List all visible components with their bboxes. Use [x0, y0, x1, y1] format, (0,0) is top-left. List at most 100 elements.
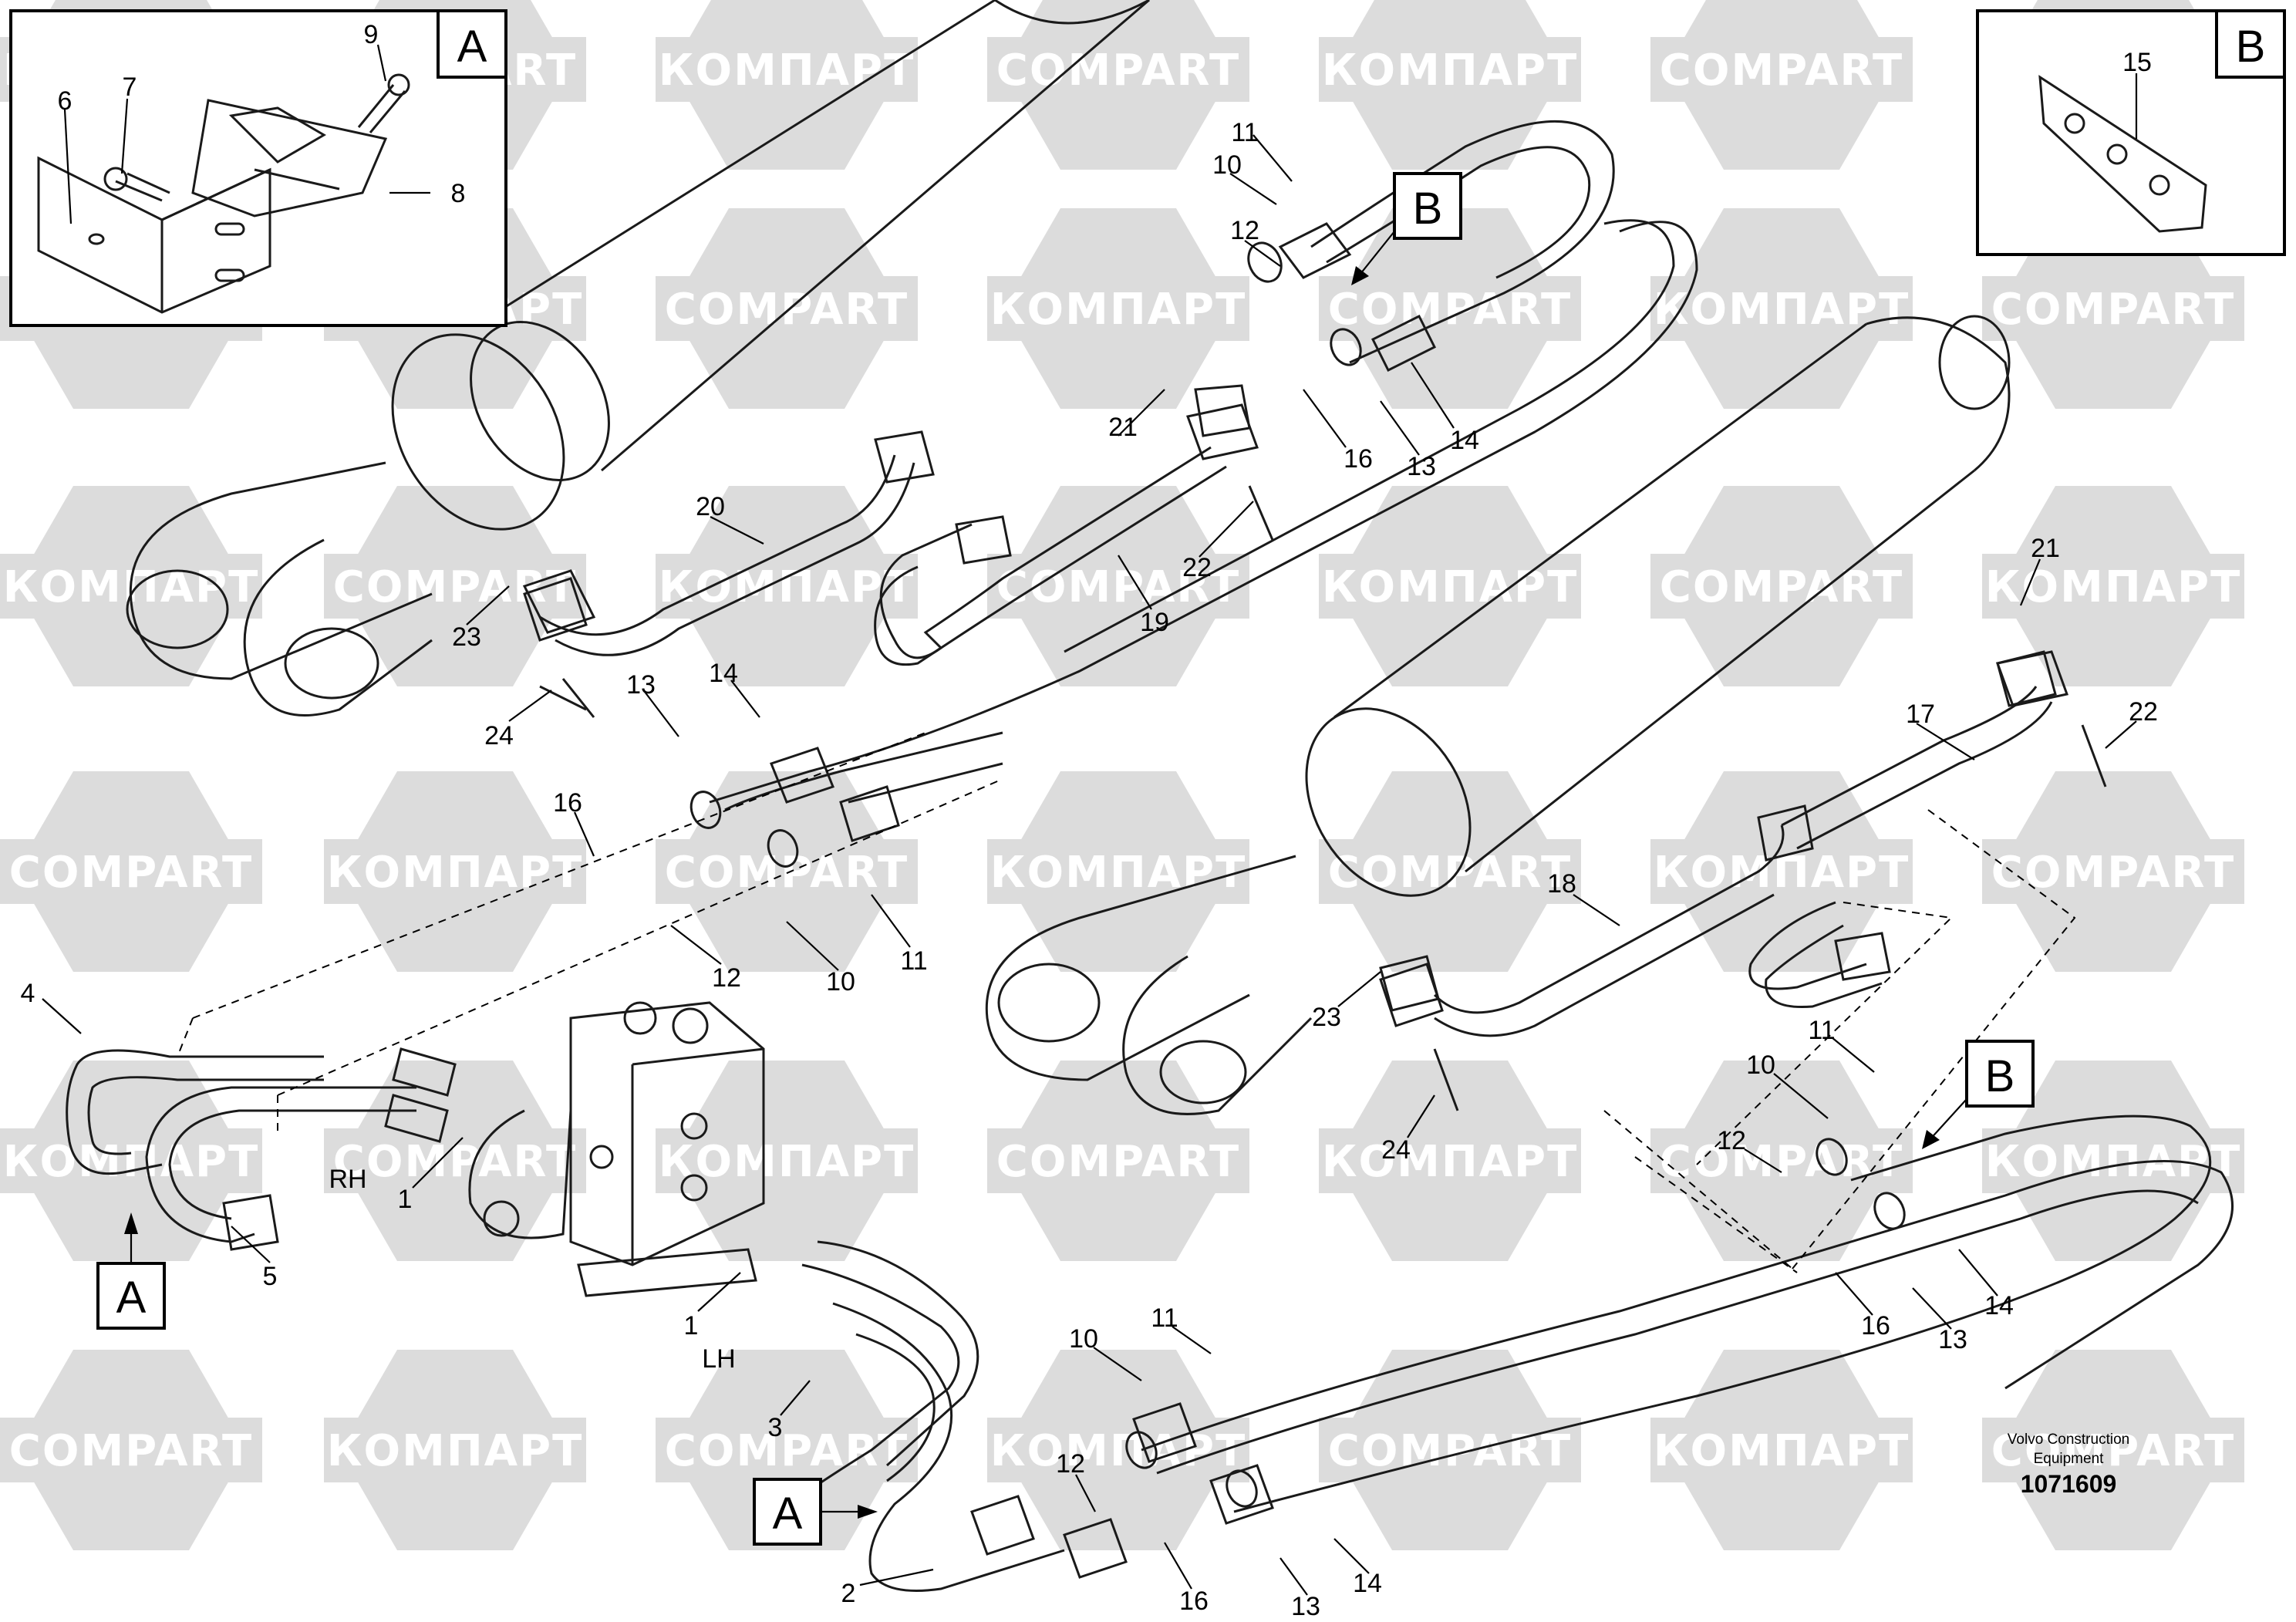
detail-view-a: A 6 7 8 9 [9, 9, 507, 327]
detail-view-a-letter: A [457, 22, 487, 72]
watermark-tile: COMPART [0, 1350, 262, 1550]
callout-leader [231, 1226, 271, 1263]
callout-leader [871, 894, 911, 948]
callout-1: 1 [398, 1185, 413, 1214]
side-label-right: RH [329, 1165, 366, 1194]
callout-leader [1573, 894, 1620, 926]
callout-leader [1916, 723, 1975, 760]
callout-14: 14 [1450, 426, 1479, 455]
watermark-text: COMPART [1328, 1426, 1572, 1476]
callout-2: 2 [841, 1579, 856, 1608]
callout-leader [1229, 173, 1277, 205]
callout-leader [1835, 1272, 1873, 1316]
pipes-4-5 [66, 1047, 457, 1251]
callout-21: 21 [2031, 534, 2060, 563]
callout-7: 7 [123, 73, 137, 102]
watermark-tile: COMPART [987, 1061, 1249, 1261]
fastener-parts [523, 241, 2107, 1508]
watermark-tile: КОМПАРТ [987, 771, 1249, 972]
cylinder-lower-right [985, 315, 2011, 1115]
valve-block [468, 1001, 765, 1297]
detail-view-b: B 15 [1976, 9, 2286, 256]
callout-leader [1118, 389, 1165, 437]
watermark-tile: COMPART [1982, 208, 2244, 409]
watermark-tile: КОМПАРТ [1982, 1061, 2244, 1261]
callout-leader [644, 691, 679, 737]
watermark-tile: COMPART [656, 771, 918, 972]
callout-23: 23 [1312, 1003, 1341, 1032]
detail-view-b-letter: B [2236, 22, 2266, 72]
callout-23: 23 [452, 622, 481, 652]
callout-10: 10 [1069, 1324, 1098, 1354]
watermark-text: КОМПАРТ [1322, 46, 1579, 96]
footer: Volvo Construction Equipment 1071609 [2008, 1431, 2129, 1498]
callout-16: 16 [553, 788, 582, 818]
callout-9: 9 [364, 20, 379, 49]
callout-16: 16 [1861, 1311, 1890, 1340]
watermark-text: КОМПАРТ [3, 1137, 260, 1187]
callout-16: 16 [1344, 444, 1373, 474]
watermark-tile: COMPART [1650, 0, 1913, 170]
callout-leader [1912, 1287, 1952, 1330]
callout-10: 10 [1212, 150, 1242, 180]
watermark-tile: COMPART [987, 486, 1249, 686]
callout-leader [859, 1568, 934, 1587]
callout-3: 3 [768, 1413, 783, 1442]
callout-leader [710, 516, 764, 545]
watermark-tile: COMPART [1319, 208, 1581, 409]
document-number: 1071609 [2021, 1470, 2117, 1498]
watermark-text: COMPART [1991, 848, 2235, 898]
callout-17: 17 [1906, 700, 1935, 729]
callout-leader [508, 690, 552, 722]
callout-12: 12 [1717, 1126, 1746, 1155]
watermark-text: КОМПАРТ [990, 1426, 1247, 1476]
watermark-tile: COMPART [324, 486, 586, 686]
watermark-text: COMPART [1660, 46, 1903, 96]
watermark-text: COMPART [9, 848, 253, 898]
watermark-tile: COMPART [1319, 771, 1581, 972]
callout-leader [730, 679, 760, 718]
watermark-text: COMPART [1660, 1137, 1903, 1187]
watermark-tile: КОМПАРТ [0, 1061, 262, 1261]
callout-leader [1199, 501, 1254, 558]
callout-24: 24 [484, 721, 514, 750]
pipe-19 [874, 403, 1259, 666]
watermark-text: COMPART [1328, 848, 1572, 898]
callout-leader [1253, 134, 1293, 182]
pipe-17-18 [1379, 650, 2068, 1037]
callout-12: 12 [712, 963, 741, 993]
watermark-text: COMPART [665, 848, 909, 898]
callout-5: 5 [263, 1262, 278, 1291]
watermark-tile: КОМПАРТ [1319, 486, 1581, 686]
watermark-text: COMPART [1660, 562, 1903, 612]
watermark-text: КОМПАРТ [659, 46, 915, 96]
watermark-text: КОМПАРТ [327, 848, 584, 898]
callout-11: 11 [1231, 118, 1258, 147]
callout-leader [1337, 971, 1381, 1007]
watermark-text: COMPART [996, 46, 1240, 96]
watermark-tile: КОМПАРТ [1650, 1350, 1913, 1550]
callout-18: 18 [1547, 869, 1576, 899]
callout-leader [1244, 240, 1281, 267]
watermark-text: КОМПАРТ [1985, 1137, 2242, 1187]
callout-leader [2019, 558, 2041, 606]
watermark-tile: КОМПАРТ [1319, 0, 1581, 170]
watermark-tile: КОМПАРТ [656, 1061, 918, 1261]
watermark-text: COMPART [665, 285, 909, 335]
watermark-tile: COMPART [1650, 1061, 1913, 1261]
callout-22: 22 [2129, 697, 2158, 727]
watermark-text: КОМПАРТ [1654, 285, 1910, 335]
callout-13: 13 [1407, 452, 1436, 481]
callout-leader [1958, 1249, 1998, 1297]
callout-leader [1333, 1538, 1370, 1574]
watermark-tile: COMPART [656, 1350, 918, 1550]
callout-6: 6 [58, 86, 72, 116]
callout-leader [1172, 1326, 1212, 1354]
footer-caption-line1: Volvo Construction [2008, 1431, 2129, 1448]
callout-12: 12 [1230, 216, 1259, 245]
watermark-text: КОМПАРТ [659, 1137, 915, 1187]
view-marker-a-left: A [116, 1273, 147, 1323]
callout-11: 11 [900, 946, 927, 976]
